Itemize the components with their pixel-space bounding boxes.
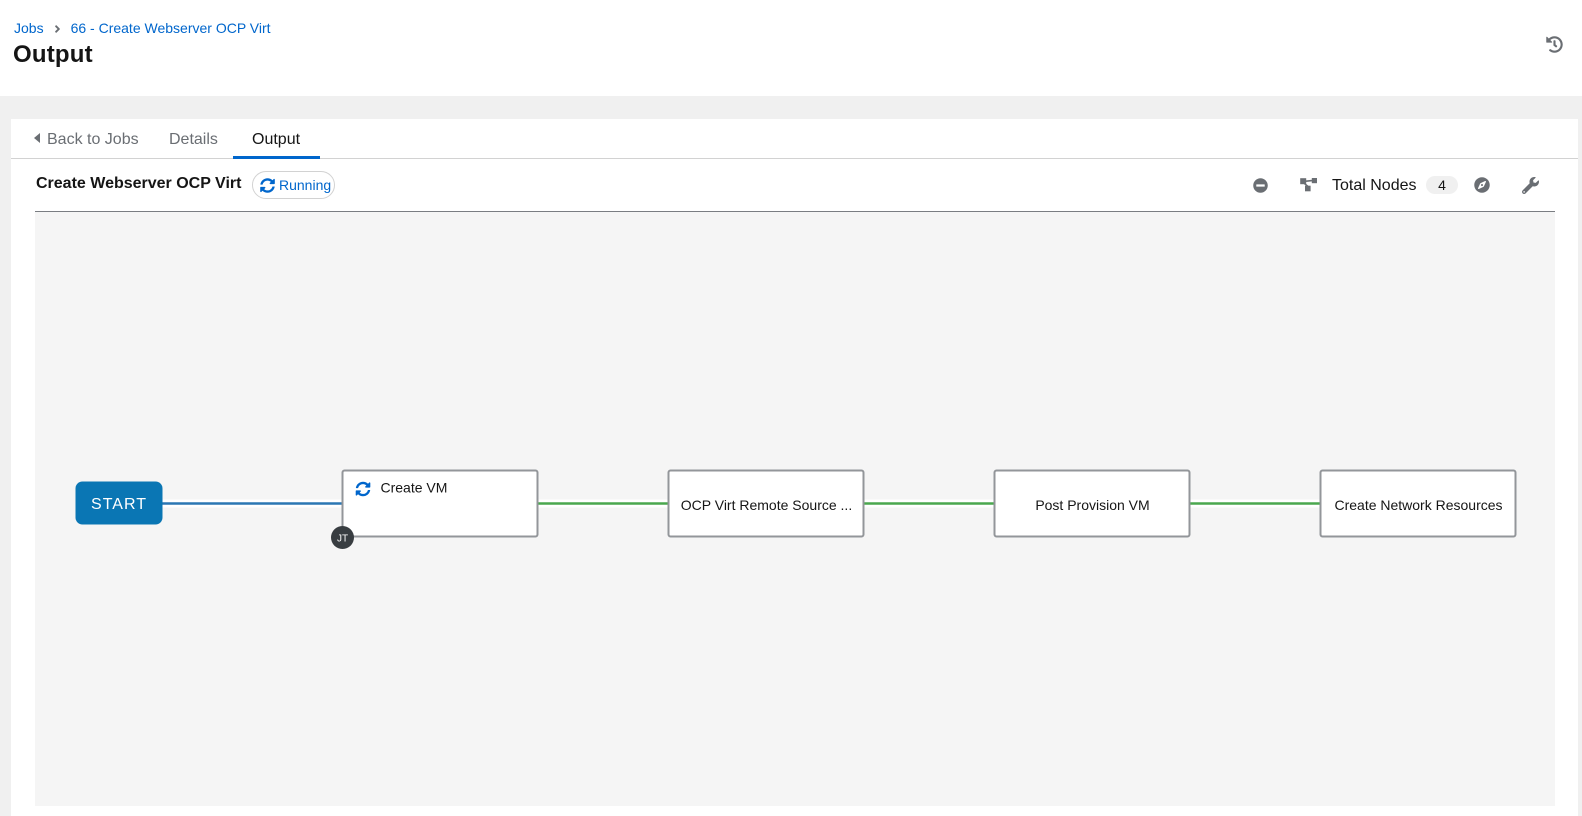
svg-text:Create Network Resources: Create Network Resources bbox=[1334, 497, 1502, 513]
svg-text:Post Provision VM: Post Provision VM bbox=[1035, 497, 1149, 513]
svg-text:JT: JT bbox=[337, 534, 348, 545]
svg-text:START: START bbox=[91, 496, 147, 513]
svg-text:OCP Virt Remote Source ...: OCP Virt Remote Source ... bbox=[681, 497, 852, 513]
svg-text:Create VM: Create VM bbox=[381, 480, 448, 496]
